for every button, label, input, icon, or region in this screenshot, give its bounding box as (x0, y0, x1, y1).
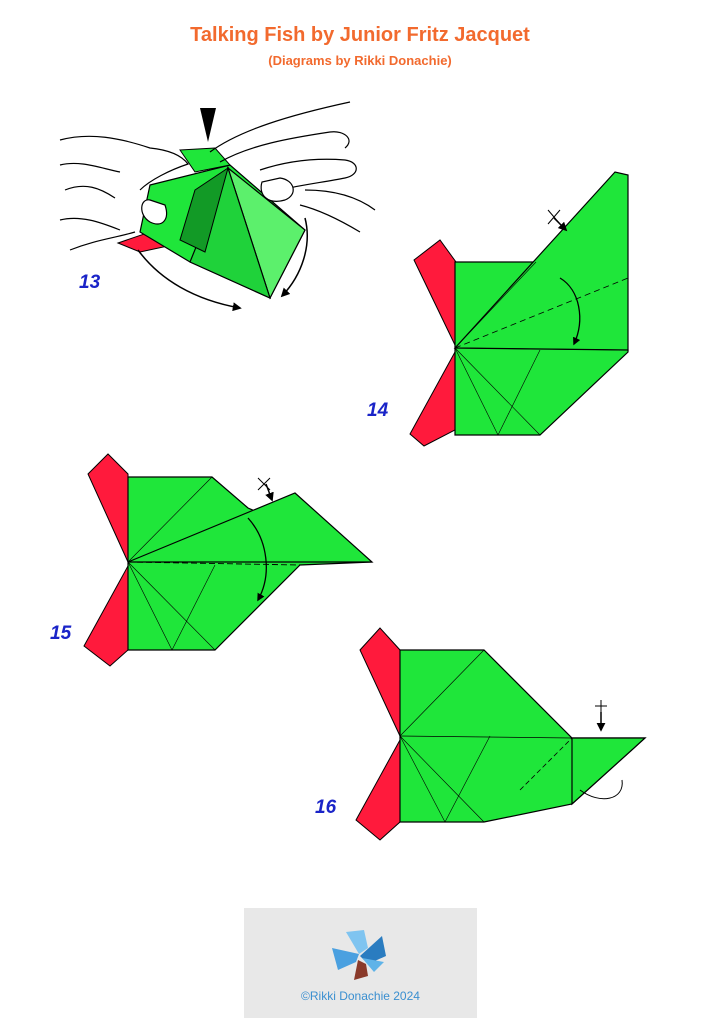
origami-diagram (59, 101, 647, 841)
page-subtitle: (Diagrams by Rikki Donachie) (268, 53, 452, 68)
fold-arrow-icon (579, 779, 623, 800)
step-number-16: 16 (315, 797, 337, 818)
step-13-illustration (59, 101, 376, 312)
page-title: Talking Fish by Junior Fritz Jacquet (190, 24, 530, 46)
step-16-illustration (355, 627, 647, 841)
step-number-13: 13 (79, 272, 101, 293)
step-number-14: 14 (367, 400, 389, 421)
footer-panel: ©Rikki Donachie 2024 (244, 908, 477, 1018)
copyright-text: ©Rikki Donachie 2024 (301, 989, 420, 1003)
fold-arrow-icon (247, 517, 267, 602)
fold-arrow-icon (559, 277, 581, 346)
step-15-illustration (83, 453, 374, 667)
push-arrow-icon (200, 108, 216, 142)
butterfly-logo-icon (332, 930, 386, 980)
rotate-arrow-icon (280, 217, 308, 298)
step-14-illustration (409, 171, 629, 447)
fold-arrow-icon (553, 217, 568, 232)
step-number-15: 15 (50, 623, 72, 644)
rotate-arrow-icon (137, 249, 242, 312)
fold-arrow-icon (265, 483, 274, 502)
